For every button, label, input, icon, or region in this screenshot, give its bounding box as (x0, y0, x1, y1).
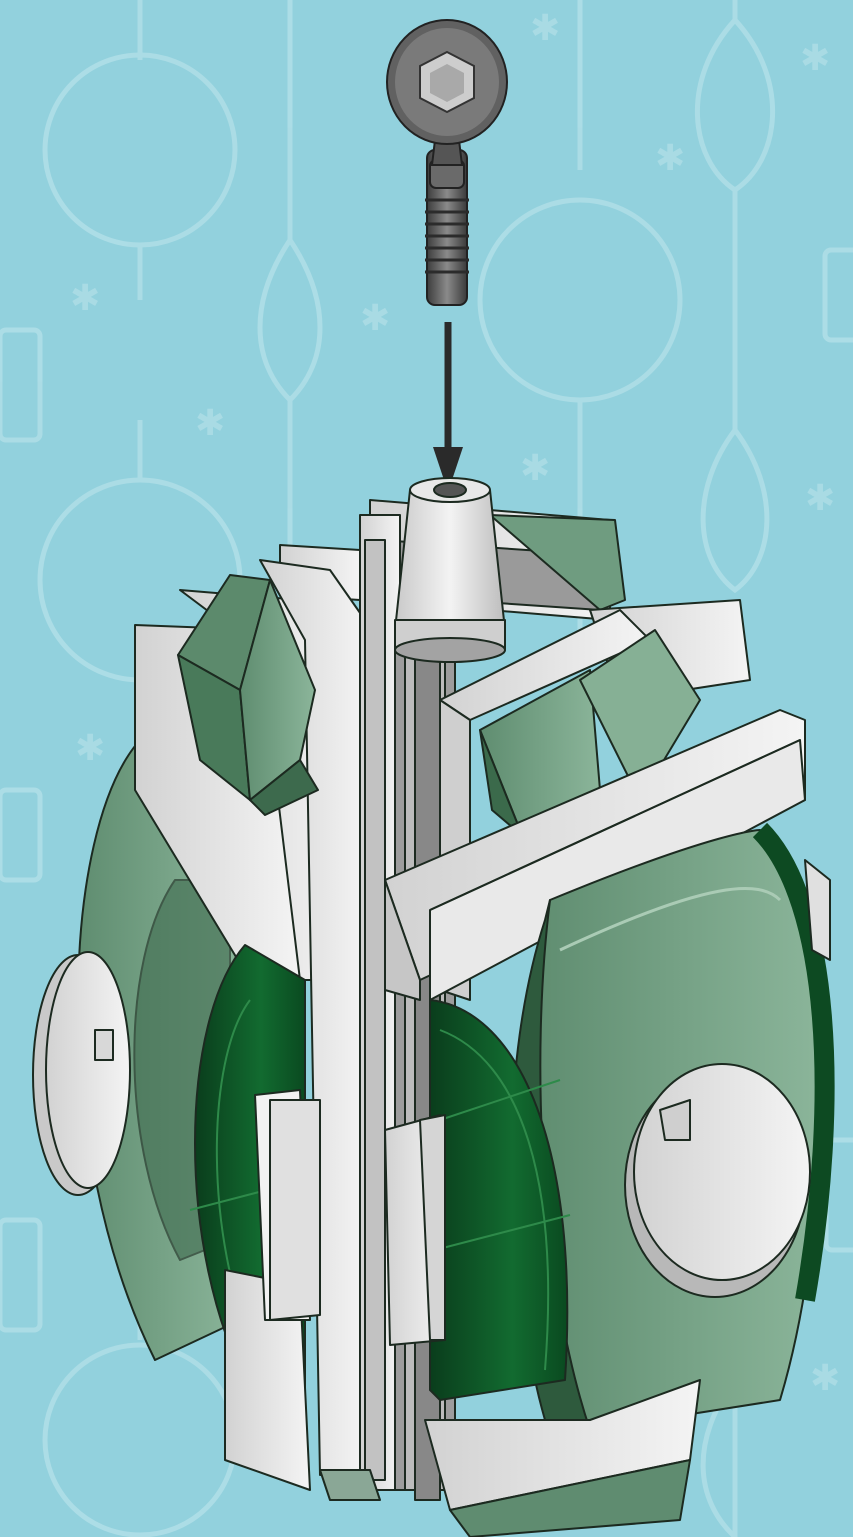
svg-text:✱: ✱ (530, 8, 560, 49)
cone-piece (395, 478, 505, 662)
svg-text:✱: ✱ (195, 403, 225, 444)
svg-text:✱: ✱ (805, 478, 835, 519)
svg-text:✱: ✱ (810, 1358, 840, 1399)
svg-text:✱: ✱ (75, 728, 105, 769)
svg-text:✱: ✱ (655, 138, 685, 179)
svg-text:✱: ✱ (70, 278, 100, 319)
svg-text:✱: ✱ (520, 448, 550, 489)
svg-text:✱: ✱ (360, 298, 390, 339)
round-tile-left (33, 952, 130, 1195)
svg-text:✱: ✱ (800, 38, 830, 79)
